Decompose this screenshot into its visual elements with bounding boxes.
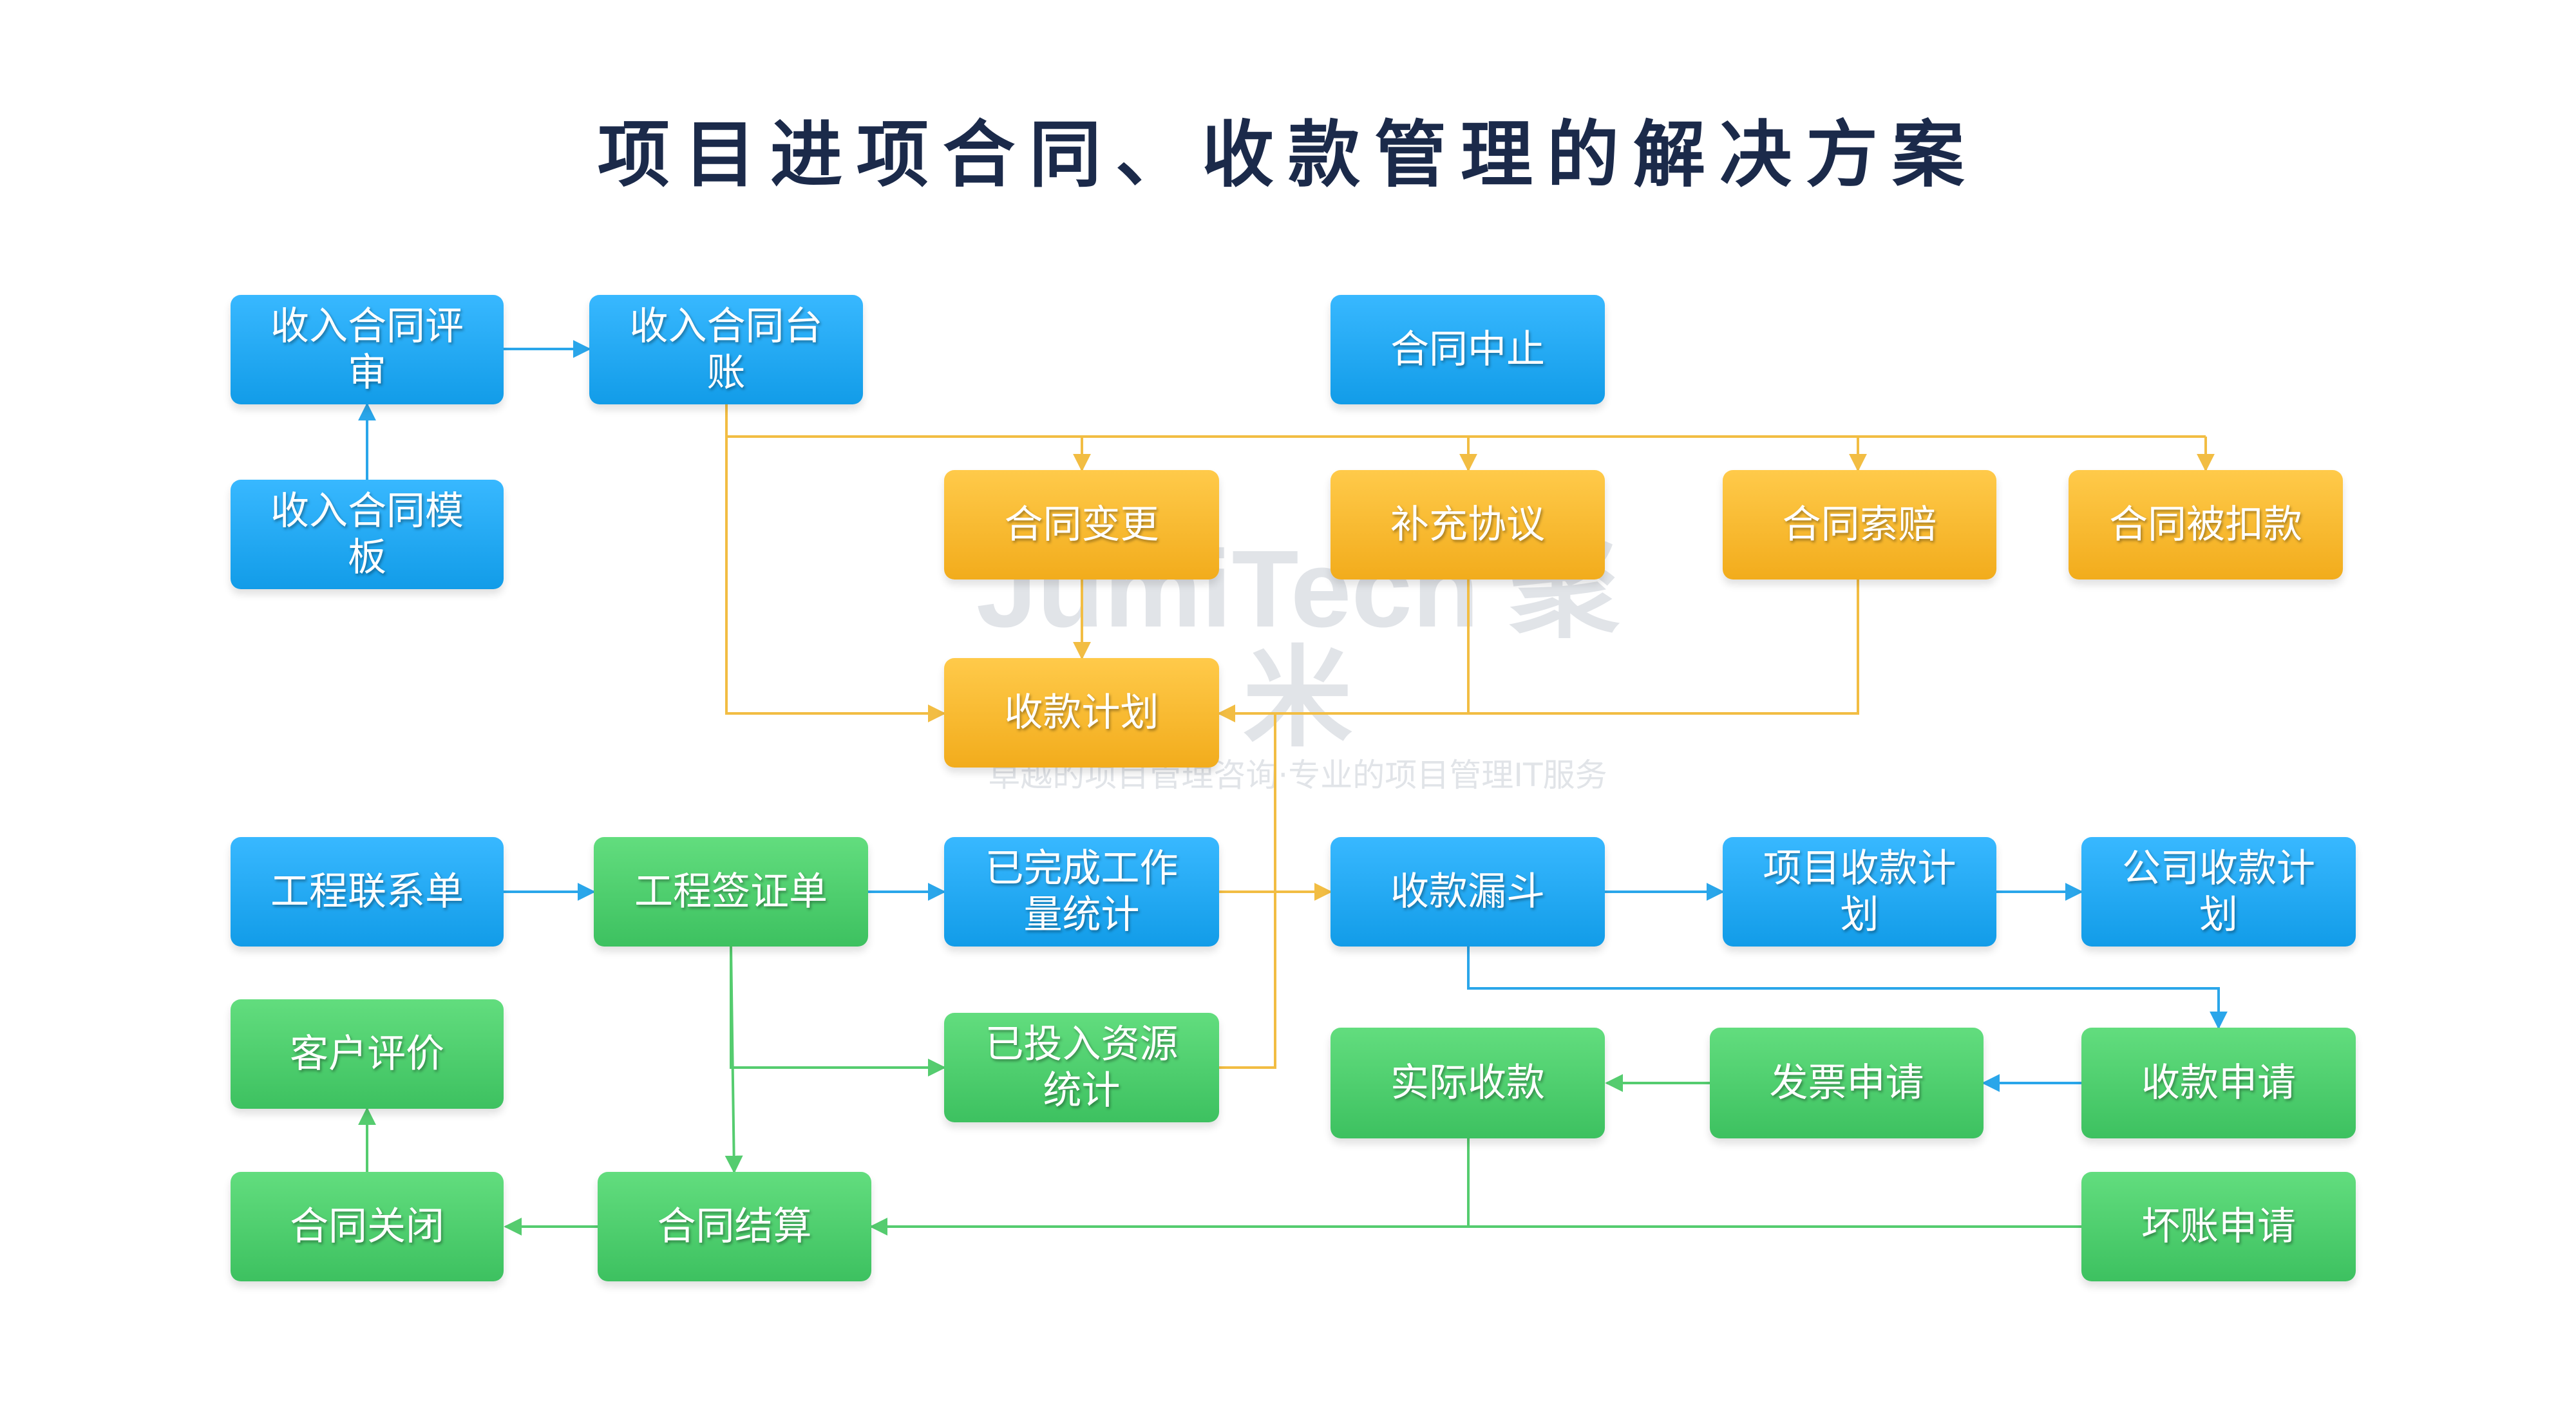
node-collection-plan[interactable]: 收款计划	[944, 658, 1219, 768]
node-project-collection-plan[interactable]: 项目收款计划	[1723, 837, 1996, 947]
node-contract-change[interactable]: 合同变更	[944, 470, 1219, 580]
node-customer-evaluation[interactable]: 客户评价	[231, 999, 504, 1109]
node-bad-debt-application[interactable]: 坏账申请	[2081, 1172, 2356, 1281]
node-invoice-application[interactable]: 发票申请	[1710, 1028, 1984, 1138]
node-engineering-contact-sheet[interactable]: 工程联系单	[231, 837, 504, 947]
edge-ledger-branches	[725, 404, 2206, 438]
node-income-contract-review[interactable]: 收入合同评审	[231, 295, 504, 404]
node-collection-application[interactable]: 收款申请	[2081, 1028, 2356, 1138]
node-contract-claim[interactable]: 合同索赔	[1723, 470, 1996, 580]
edge-visa-settle	[724, 946, 743, 1174]
node-contract-settlement[interactable]: 合同结算	[598, 1172, 871, 1281]
node-invested-resources-stats[interactable]: 已投入资源统计	[944, 1013, 1219, 1122]
node-contract-suspend[interactable]: 合同中止	[1331, 295, 1605, 404]
node-income-contract-template[interactable]: 收入合同模板	[231, 480, 504, 589]
node-engineering-visa-sheet[interactable]: 工程签证单	[594, 837, 868, 947]
node-actual-collection[interactable]: 实际收款	[1331, 1028, 1605, 1138]
edge-visa-invested	[730, 947, 946, 1077]
edge-funnel-apply	[1467, 947, 2228, 1030]
page-title: 项目进项合同、收款管理的解决方案	[598, 113, 1978, 197]
edge-ledger-plan	[725, 437, 946, 722]
edge-invested-plan	[1219, 713, 1276, 1069]
node-contract-deduction[interactable]: 合同被扣款	[2069, 470, 2343, 580]
node-collection-funnel[interactable]: 收款漏斗	[1331, 837, 1605, 947]
edge-claim-plan	[1217, 580, 1859, 722]
node-completed-workload-stats[interactable]: 已完成工作量统计	[944, 837, 1219, 947]
node-income-contract-ledger[interactable]: 收入合同台账	[589, 295, 863, 404]
node-company-collection-plan[interactable]: 公司收款计划	[2081, 837, 2356, 947]
node-contract-close[interactable]: 合同关闭	[231, 1172, 504, 1281]
node-supplementary-agreement[interactable]: 补充协议	[1331, 470, 1605, 580]
